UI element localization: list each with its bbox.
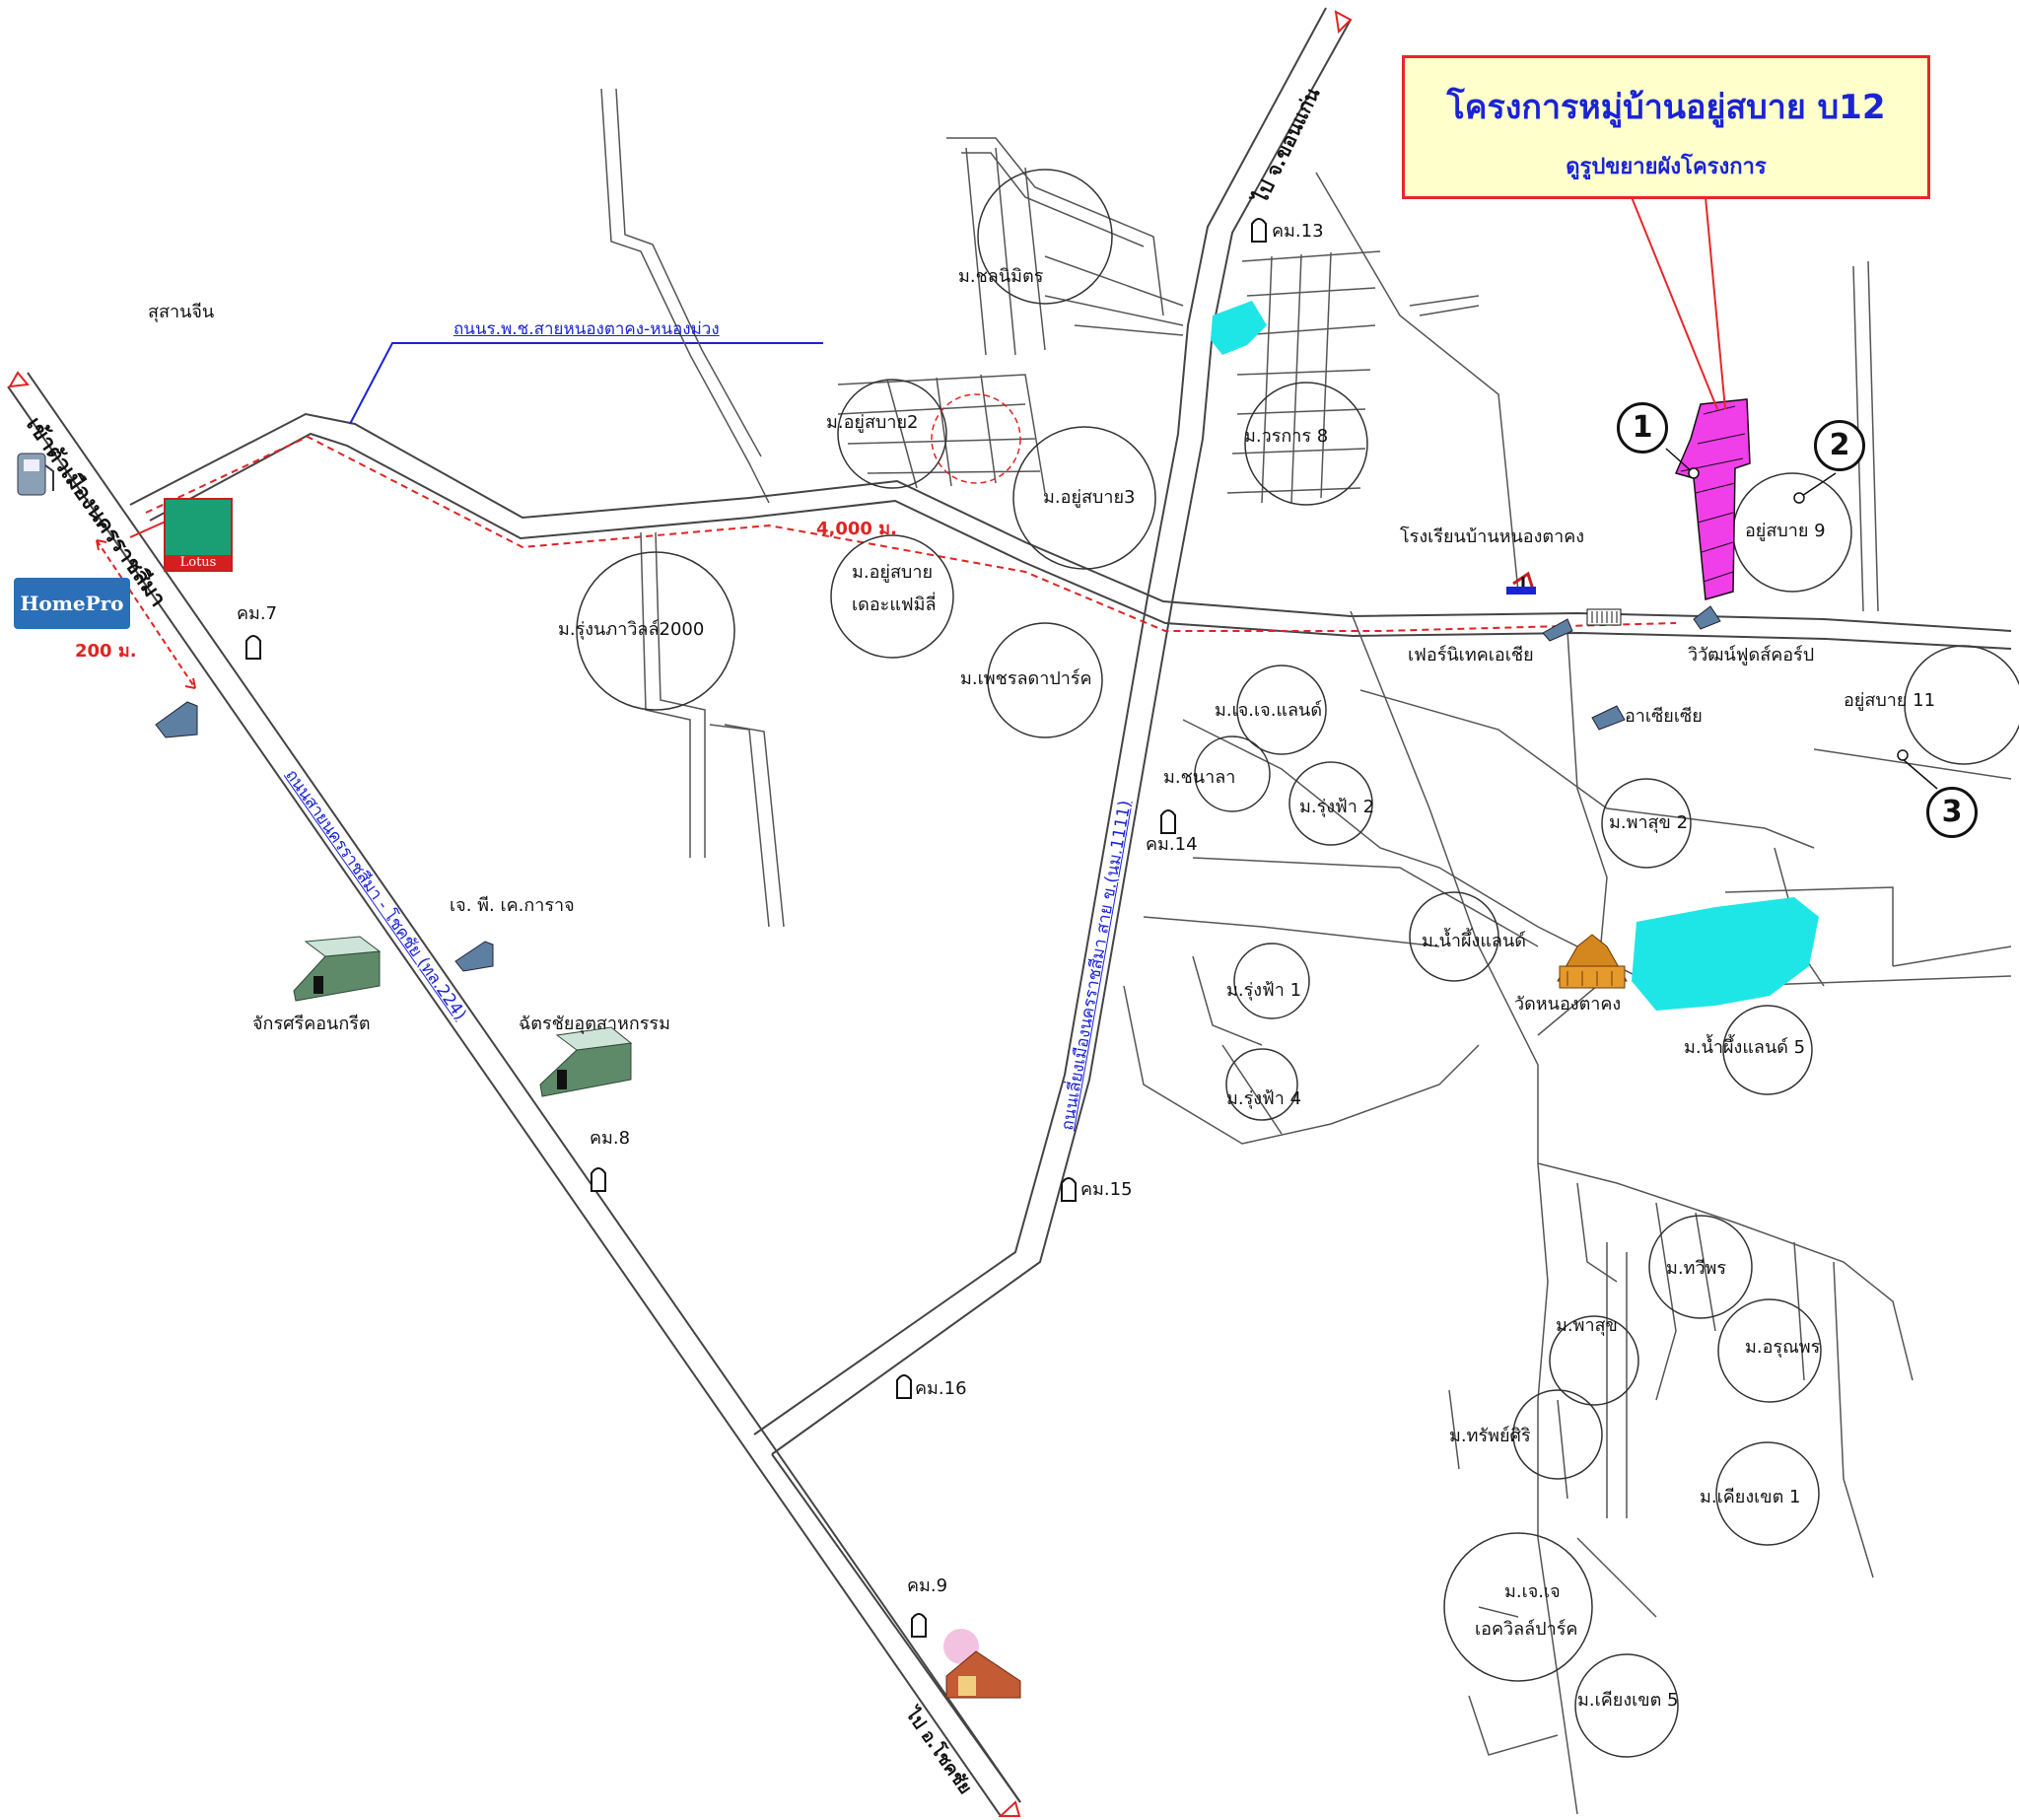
village-label: ม.อยู่สบาย2 — [826, 412, 919, 433]
landmark-furnitech: เฟอร์นิเทคเอเชีย — [1408, 645, 1534, 665]
village-label: ม.อรุณพร — [1745, 1337, 1821, 1358]
km-marker-13: คม.13 — [1272, 221, 1324, 242]
village-label: ม.ทวีพร — [1666, 1258, 1727, 1279]
village-label: ม.เพชรลดาปาร์ค — [960, 668, 1092, 689]
marker-2: 2 — [1814, 420, 1865, 471]
landmark-chatchai: ฉัตรชัยอุตสาหกรรม — [519, 1014, 670, 1034]
km-marker-icons — [245, 218, 1267, 1638]
house-icon — [943, 1629, 1021, 1699]
lotus-distance-dashed — [96, 539, 196, 689]
marker-2-pointer — [1798, 472, 1837, 499]
road-1111 — [753, 7, 1352, 1803]
km-marker-14: คม.14 — [1146, 834, 1198, 855]
village-label: ม.พาสุข 2 — [1609, 812, 1689, 833]
km-marker-9: คม.9 — [907, 1575, 948, 1596]
landmark-wiwat-foods: วิวัฒน์ฟูดส์คอร์ป — [1688, 645, 1815, 665]
project-parcel-hatch — [1680, 405, 1746, 583]
gate-icon — [1586, 608, 1622, 626]
marker-1-pointer — [1665, 448, 1695, 474]
village-label: ม.รุ่งฟ้า 2 — [1299, 797, 1375, 817]
project-title-box: โครงการหมู่บ้านอยู่สบาย บ12 ดูรูปขยายผัง… — [1402, 55, 1930, 199]
project-parcel — [1674, 398, 1751, 600]
temple-icon — [1557, 934, 1628, 989]
village-label: ม.รุ่งฟ้า 4 — [1226, 1088, 1302, 1109]
village-label: ม.เจ.เจ — [1504, 1581, 1561, 1602]
callout-pointer — [1631, 196, 1726, 410]
distance-route-label: 4,000 ม. — [816, 519, 897, 539]
lotus-logo: Lotus — [164, 498, 233, 572]
village-label: ม.อยู่สบาย3 — [1043, 487, 1136, 508]
village-label: อยู่สบาย 9 — [1745, 521, 1826, 541]
village-label: ม.รุ่งฟ้า 1 — [1226, 980, 1302, 1001]
landmark-wat: วัดหนองตาคง — [1514, 994, 1622, 1015]
village-label: ม.พาสุข — [1556, 1315, 1618, 1336]
arrow-khon-kaen — [1334, 10, 1353, 35]
village-label: เอควิลล์ปาร์ค — [1475, 1619, 1578, 1640]
project-subtitle-link[interactable]: ดูรูปขยายผังโครงการ — [1566, 155, 1767, 179]
village-label: อยู่สบาย 11 — [1844, 690, 1936, 711]
distance-lotus-label: 200 ม. — [75, 641, 137, 662]
village-circles — [576, 169, 2019, 1758]
landmark-chaksri: จักรศรีคอนกรีต — [252, 1014, 371, 1034]
rural-road-pointer — [349, 342, 823, 425]
landmark-school: โรงเรียนบ้านหนองตาคง — [1400, 526, 1585, 547]
marker-3: 3 — [1926, 787, 1978, 838]
village-label: ม.น้ำผึ้งแลนด์ — [1422, 931, 1526, 951]
landmark-asia: อาเซียเซีย — [1625, 706, 1703, 727]
factory-icon — [293, 936, 382, 1002]
village-label: ม.รุ่งนภาวิลล์2000 — [558, 619, 705, 640]
pond-north — [1211, 301, 1267, 355]
homepro-logo: HomePro — [14, 578, 130, 629]
village-label: ม.เจ.เจ.แลนด์ — [1215, 700, 1323, 721]
km-marker-8: คม.8 — [590, 1128, 631, 1149]
village-label: ม.อยู่สบาย — [852, 562, 934, 583]
gas-station-icon — [17, 453, 54, 496]
marker-1: 1 — [1617, 402, 1668, 454]
village-label: ม.ชนาลา — [1163, 767, 1236, 788]
landmark-chinese-cemetery: สุสานจีน — [148, 302, 215, 322]
arrow-chok-chai — [998, 1800, 1021, 1817]
minor-streets — [600, 88, 2012, 1815]
pond-wat — [1632, 897, 1819, 1011]
village-label: ม.วรการ 8 — [1244, 426, 1329, 447]
marker-3-pointer — [1902, 758, 1938, 790]
factory-icon — [539, 1026, 633, 1097]
route-dashed-line — [145, 435, 1677, 632]
village-label: ม.เคียงเขต 5 — [1577, 1690, 1679, 1711]
landmark-jp-garage: เจ. พี. เค.การาจ — [450, 895, 575, 916]
village-label: เดอะแฟมิลี่ — [852, 595, 937, 615]
km-marker-7: คม.7 — [237, 603, 278, 624]
village-label: ม.ชลนิมิตร — [958, 266, 1044, 287]
road-label-rural: ถนนร.พ.ช.สายหนองตาคง-หนองม่วง — [453, 319, 720, 339]
arrow-city — [8, 371, 30, 388]
project-title: โครงการหมู่บ้านอยู่สบาย บ12 — [1446, 88, 1886, 127]
village-label: ม.ทรัพย์ศิริ — [1449, 1426, 1531, 1446]
village-label: ม.น้ำผึ้งแลนด์ 5 — [1684, 1037, 1806, 1058]
school-icon — [1506, 571, 1536, 595]
highway-224-road — [7, 372, 1021, 1817]
village-label: ม.เคียงเขต 1 — [1700, 1487, 1801, 1507]
office-building-icon — [155, 605, 1721, 972]
km-marker-16: คม.16 — [915, 1378, 967, 1399]
km-marker-15: คม.15 — [1080, 1179, 1133, 1200]
